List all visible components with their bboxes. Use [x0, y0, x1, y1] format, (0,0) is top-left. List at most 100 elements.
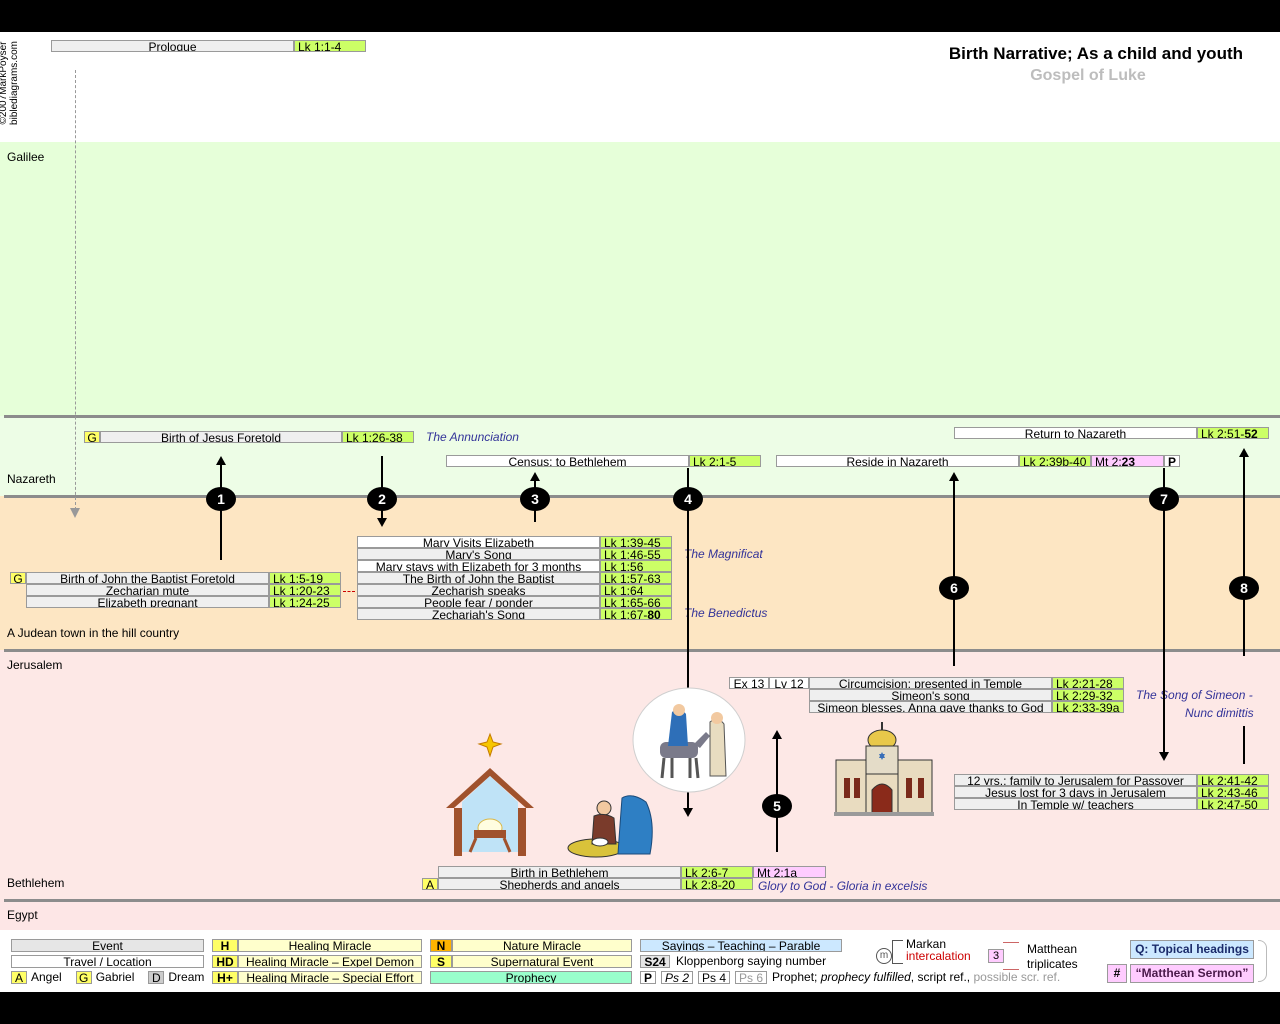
legend-hd: HD Healing Miracle – Expel Demon: [212, 955, 422, 968]
arrow-6-line: [953, 480, 955, 666]
visit-ref[interactable]: Lk 1:39-45: [600, 536, 672, 548]
youth-ref[interactable]: Lk 2:47-50: [1197, 798, 1269, 810]
markan-symbol: m: [876, 948, 892, 964]
visit-ref[interactable]: Lk 1:46-55: [600, 548, 672, 560]
legend-markan: Markan: [906, 937, 947, 951]
gabriel-code: G: [84, 431, 100, 443]
census-ref[interactable]: Lk 2:1-5: [689, 455, 761, 467]
annunciation-label: Birth of Jesus Foretold: [100, 431, 342, 443]
dashed-arrow-head: [70, 508, 80, 518]
exodus-ref[interactable]: Ex 13: [729, 677, 769, 689]
reside-label: Reside in Nazareth: [776, 455, 1019, 467]
legend-gabriel-label: Gabriel: [95, 970, 135, 984]
birth-ref[interactable]: Lk 2:8-20: [681, 878, 753, 890]
birth-row: A Shepherds and angels Lk 2:8-20: [422, 878, 753, 890]
annunciation-ref[interactable]: Lk 1:26-38: [342, 431, 414, 443]
temple-ref[interactable]: Lk 2:33-39a: [1052, 701, 1124, 713]
marker-1[interactable]: 1: [206, 487, 236, 511]
annunciation-row: G Birth of Jesus Foretold Lk 1:26-38: [84, 431, 414, 443]
arrow-7-head: [1159, 752, 1169, 761]
legend-script-ref-label: , script ref.,: [910, 970, 971, 984]
legend-brace: [1258, 940, 1267, 982]
marker-6[interactable]: 6: [939, 576, 969, 600]
youth-label: In Temple w/ teachers: [954, 798, 1197, 810]
region-judean: A Judean town in the hill country: [7, 626, 180, 640]
arrow-8-line: [1243, 456, 1245, 656]
birth-mt-ref[interactable]: Mt 2:1a: [753, 866, 826, 878]
visit-ref[interactable]: Lk 1:56: [600, 560, 672, 572]
arrow-3-head: [530, 472, 540, 481]
visit-ref[interactable]: Lk 1:57-63: [600, 572, 672, 584]
legend-angel-label: Angel: [31, 970, 62, 984]
prologue-label: Prologue: [51, 40, 294, 52]
return-label: Return to Nazareth: [954, 427, 1197, 439]
youth-row: In Temple w/ teachers Lk 2:47-50: [954, 798, 1269, 810]
arrow-4-head: [683, 808, 693, 817]
youth-ref[interactable]: Lk 2:41-42: [1197, 774, 1269, 786]
visit-label: Mary Visits Elizabeth: [357, 536, 600, 548]
visit-ref[interactable]: Lk 1:65-66: [600, 596, 672, 608]
holy-family-icon: [567, 795, 653, 858]
visit-label: People fear / ponder: [357, 596, 600, 608]
visit-ref[interactable]: Lk 1:67-80: [600, 608, 672, 620]
reside-mt-ref[interactable]: Mt 2:23: [1091, 455, 1164, 467]
marker-5[interactable]: 5: [762, 794, 792, 818]
john-ref[interactable]: Lk 1:24-25: [269, 596, 341, 608]
temple-row: Simeon blesses, Anna gave thanks to God …: [809, 701, 1124, 713]
legend-topical: Q: Topical headings: [1130, 940, 1254, 959]
marker-4[interactable]: 4: [673, 487, 703, 511]
legend-s24: S24 Kloppenborg saying number: [640, 955, 826, 968]
temple-ref[interactable]: Lk 2:29-32: [1052, 689, 1124, 701]
legend-prophet-label: Prophet;: [772, 970, 818, 984]
legend-triplicates: triplicates: [1027, 957, 1078, 971]
youth-label: 12 yrs.; family to Jerusalem for Passove…: [954, 774, 1197, 786]
benedictus-note: The Benedictus: [684, 606, 768, 620]
nunc-dimittis-note: Nunc dimittis: [1185, 706, 1254, 720]
arrow-1-line: [220, 464, 222, 560]
mt-triplicate-box: 3: [988, 949, 1004, 963]
prologue-ref[interactable]: Lk 1:1-4: [294, 40, 366, 52]
return-row: Return to Nazareth Lk 2:51-52: [954, 427, 1269, 439]
visit-row: The Birth of John the Baptist Lk 1:57-63: [357, 572, 672, 584]
youth-row: 12 yrs.; family to Jerusalem for Passove…: [954, 774, 1269, 786]
legend-intercalation: intercalation: [906, 949, 971, 963]
return-ref-text: Lk 2:51-: [1201, 427, 1245, 439]
marker-3[interactable]: 3: [520, 487, 550, 511]
marker-8[interactable]: 8: [1229, 576, 1259, 600]
visit-row: Mary stays with Elizabeth for 3 months L…: [357, 560, 672, 572]
legend-h: H Healing Miracle: [212, 939, 422, 952]
temple-label: Simeon's song: [809, 689, 1052, 701]
legend-gabriel-code: G: [75, 971, 92, 984]
return-ref[interactable]: Lk 2:51-52: [1197, 427, 1269, 439]
prologue-dashed-line: [75, 70, 76, 510]
youth-ref[interactable]: Lk 2:43-46: [1197, 786, 1269, 798]
birth-ref[interactable]: Lk 2:6-7: [681, 866, 753, 878]
page-subtitle: Gospel of Luke: [1030, 67, 1146, 84]
temple-row: Simeon's song Lk 2:29-32: [809, 689, 1124, 701]
divider-galilee-nazareth: [4, 415, 1280, 418]
legend-p-code: P: [640, 971, 656, 984]
john-ref[interactable]: Lk 1:20-23: [269, 584, 341, 596]
visit-ref[interactable]: Lk 1:64: [600, 584, 672, 596]
legend-event: Event: [11, 939, 204, 952]
reside-row: Reside in Nazareth Lk 2:39b-40 Mt 2:23 P: [776, 455, 1180, 467]
legend-matthean: Matthean: [1027, 942, 1078, 956]
legend-s24-label: Kloppenborg saying number: [676, 954, 827, 968]
john-ref[interactable]: Lk 1:5-19: [269, 572, 341, 584]
angel-code: A: [422, 878, 438, 890]
mt-triplicate-bracket: [1003, 942, 1019, 970]
legend-dream-label: Dream: [168, 970, 205, 984]
marker-7[interactable]: 7: [1149, 487, 1179, 511]
legend-hd-code: HD: [212, 955, 238, 968]
marker-2[interactable]: 2: [367, 487, 397, 511]
birth-label: Birth in Bethlehem: [438, 866, 681, 878]
leviticus-ref[interactable]: Lv 12: [769, 677, 809, 689]
legend-n-code: N: [430, 939, 452, 952]
legend-ps4: Ps 4: [698, 971, 730, 984]
visit-row: People fear / ponder Lk 1:65-66: [357, 596, 672, 608]
reside-ref[interactable]: Lk 2:39b-40: [1019, 455, 1091, 467]
temple-ref[interactable]: Lk 2:21-28: [1052, 677, 1124, 689]
birth-row: Birth in Bethlehem Lk 2:6-7 Mt 2:1a: [438, 866, 826, 878]
legend-travel-box: Travel / Location: [11, 955, 204, 968]
diagram-canvas: ©2007MarkPoyser biblediagrams.com Prolog…: [0, 32, 1280, 992]
